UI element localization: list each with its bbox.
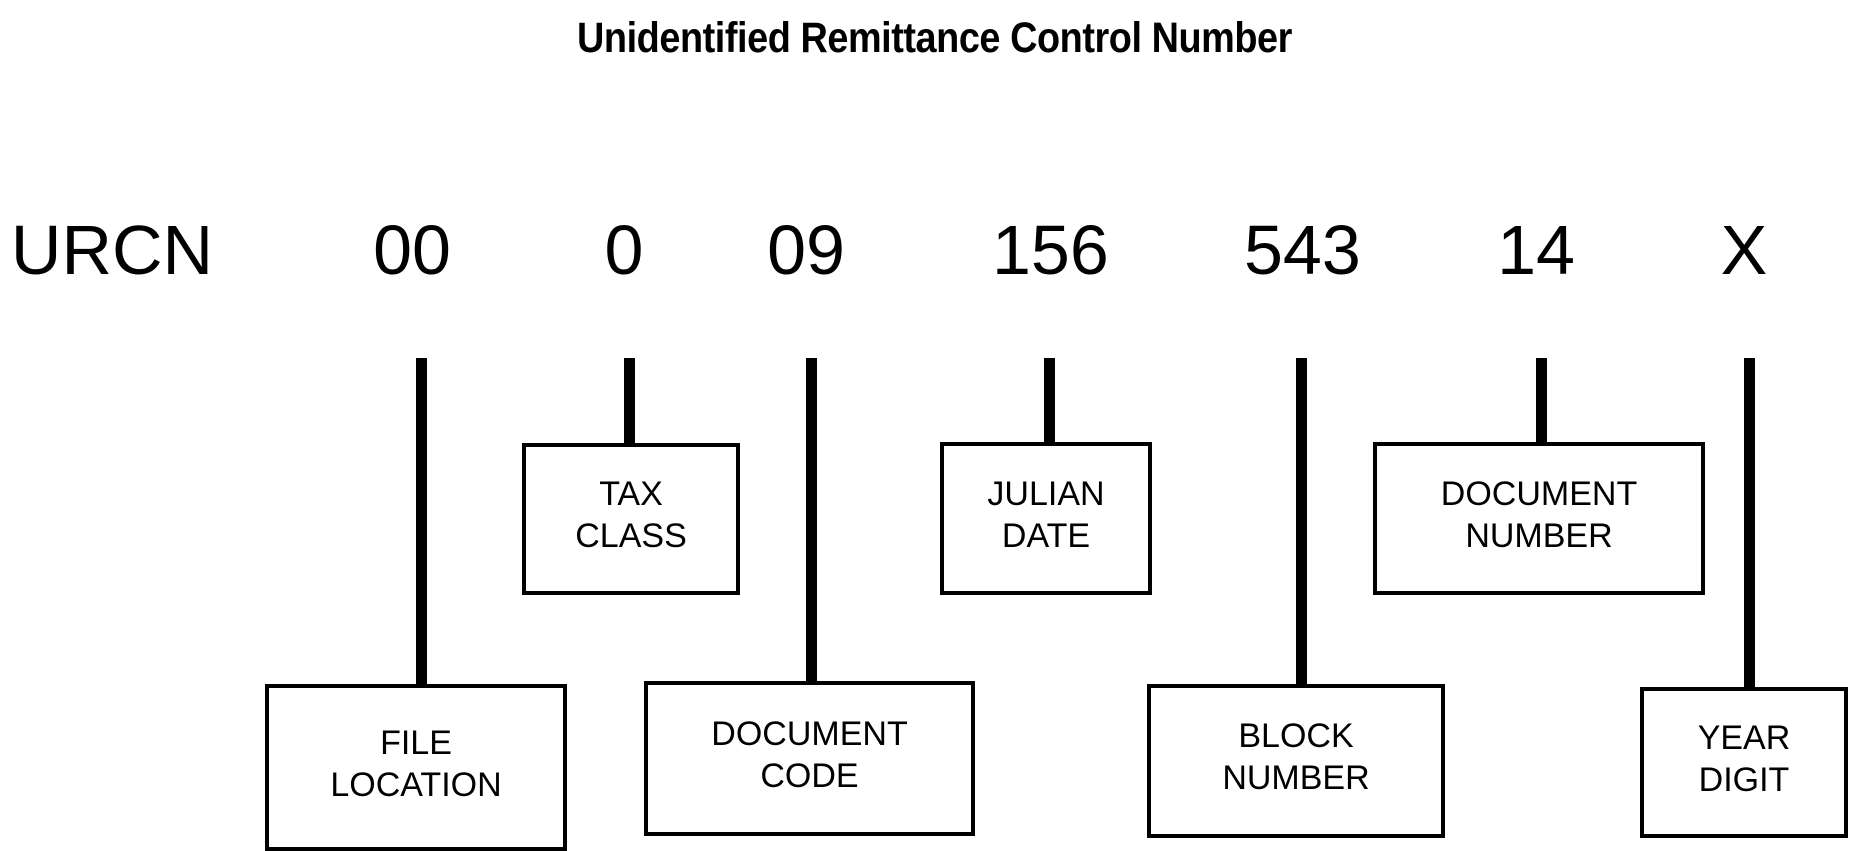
callout-label-file-location-line1: FILE xyxy=(380,723,452,762)
callout-label-year-digit-line2: DIGIT xyxy=(1698,760,1790,799)
callout-box-block-number: BLOCK NUMBER xyxy=(1147,684,1445,838)
segment-value-block-number: 543 xyxy=(1244,211,1361,289)
callout-box-year-digit: YEAR DIGIT xyxy=(1640,687,1848,838)
segment-value-document-code: 09 xyxy=(767,211,845,289)
connector-line-document-number xyxy=(1536,358,1547,446)
callout-label-block-number-line2: NUMBER xyxy=(1222,759,1370,797)
callout-label-julian-date-line1: JULIAN xyxy=(987,474,1105,513)
connector-line-block-number xyxy=(1296,358,1307,688)
segment-value-julian-date: 156 xyxy=(992,211,1109,289)
callout-label-block-number-line1: BLOCK xyxy=(1238,717,1354,755)
connector-line-file-location xyxy=(416,358,427,692)
callout-label-tax-class-line2: CLASS xyxy=(575,517,687,555)
page-title: Unidentified Remittance Control Number xyxy=(577,14,1292,62)
callout-label-document-number-line2: NUMBER xyxy=(1465,516,1613,555)
segment-value-tax-class: 0 xyxy=(604,211,644,289)
callout-label-document-code-line2: CODE xyxy=(760,756,859,795)
callout-label-document-code-line1: DOCUMENT xyxy=(711,714,908,753)
segment-value-file-location: 00 xyxy=(373,211,451,289)
urcn-prefix-label: URCN xyxy=(10,211,214,289)
connector-line-julian-date xyxy=(1044,358,1055,446)
callout-label-year-digit-line1: YEAR xyxy=(1697,718,1791,757)
segment-value-document-number: 14 xyxy=(1497,211,1575,289)
callout-label-file-location-line2: LOCATION xyxy=(330,765,502,804)
connector-line-tax-class xyxy=(624,358,635,446)
callout-label-julian-date-line2: DATE xyxy=(1001,516,1091,555)
callout-box-document-number: DOCUMENT NUMBER xyxy=(1373,442,1705,595)
connector-line-document-code xyxy=(806,358,817,686)
callout-label-document-number-line1: DOCUMENT xyxy=(1440,474,1638,513)
segment-value-year-digit: X xyxy=(1720,211,1768,289)
callout-box-document-code: DOCUMENT CODE xyxy=(644,681,975,836)
callout-box-tax-class: TAX CLASS xyxy=(522,443,740,595)
callout-label-tax-class-line1: TAX xyxy=(599,475,663,513)
connector-line-year-digit xyxy=(1744,358,1755,690)
callout-box-file-location: FILE LOCATION xyxy=(265,684,567,851)
callout-box-julian-date: JULIAN DATE xyxy=(940,442,1152,595)
